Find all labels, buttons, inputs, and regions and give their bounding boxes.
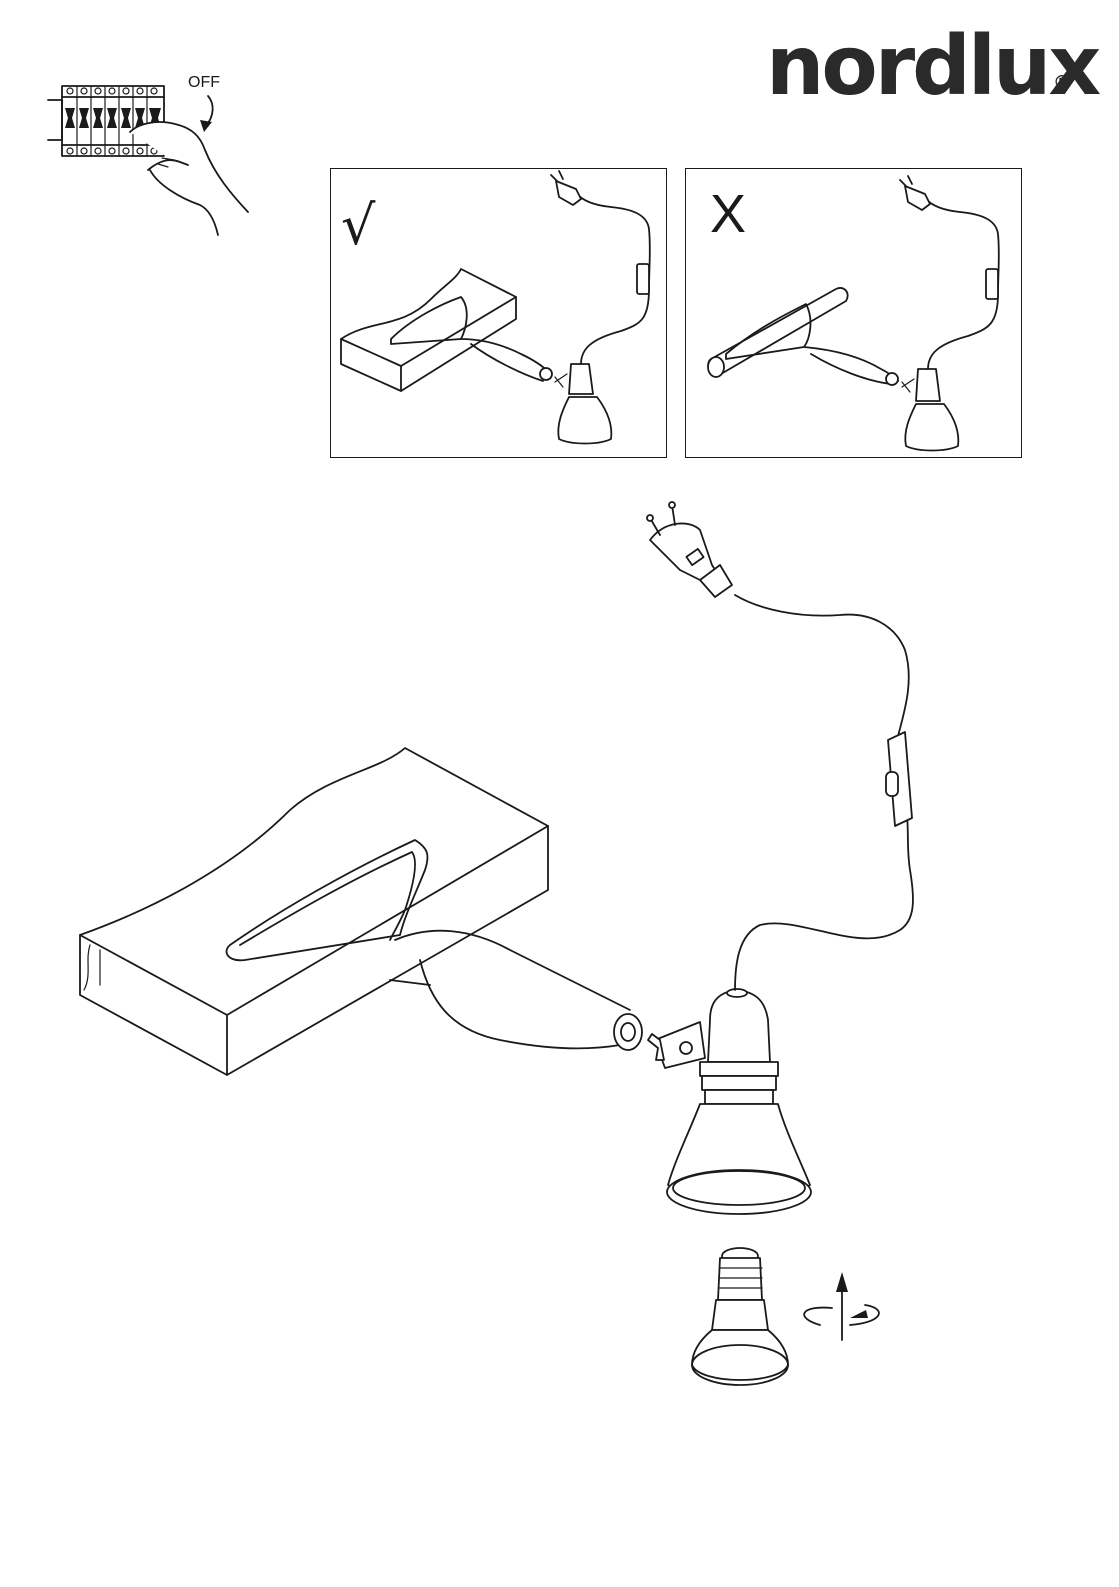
bulb-icon	[692, 1248, 788, 1385]
switch-icon	[886, 732, 912, 826]
plug-icon	[647, 502, 732, 597]
shelf-board	[80, 748, 548, 1075]
lamp-shade-icon	[667, 989, 811, 1214]
install-direction-arrow-icon	[804, 1272, 879, 1340]
